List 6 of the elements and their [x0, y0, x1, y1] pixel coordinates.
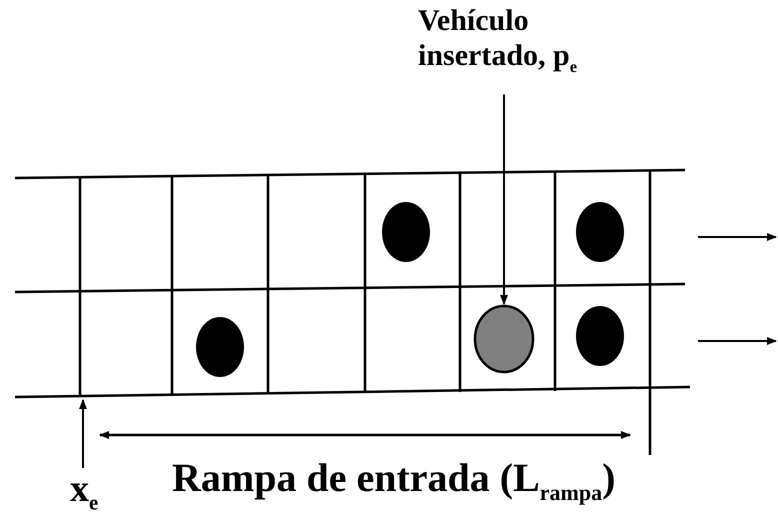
- vehicle-label: Vehículo insertado, p$_{e}$: [418, 4, 598, 76]
- position-label: x$_{e}$: [70, 468, 96, 515]
- dimension-label: Rampa de entrada (L$_{rampa}$): [172, 455, 616, 506]
- inserted-vehicle-marker: [473, 304, 535, 374]
- position-arrow: [79, 399, 87, 468]
- leader-line: [500, 94, 508, 305]
